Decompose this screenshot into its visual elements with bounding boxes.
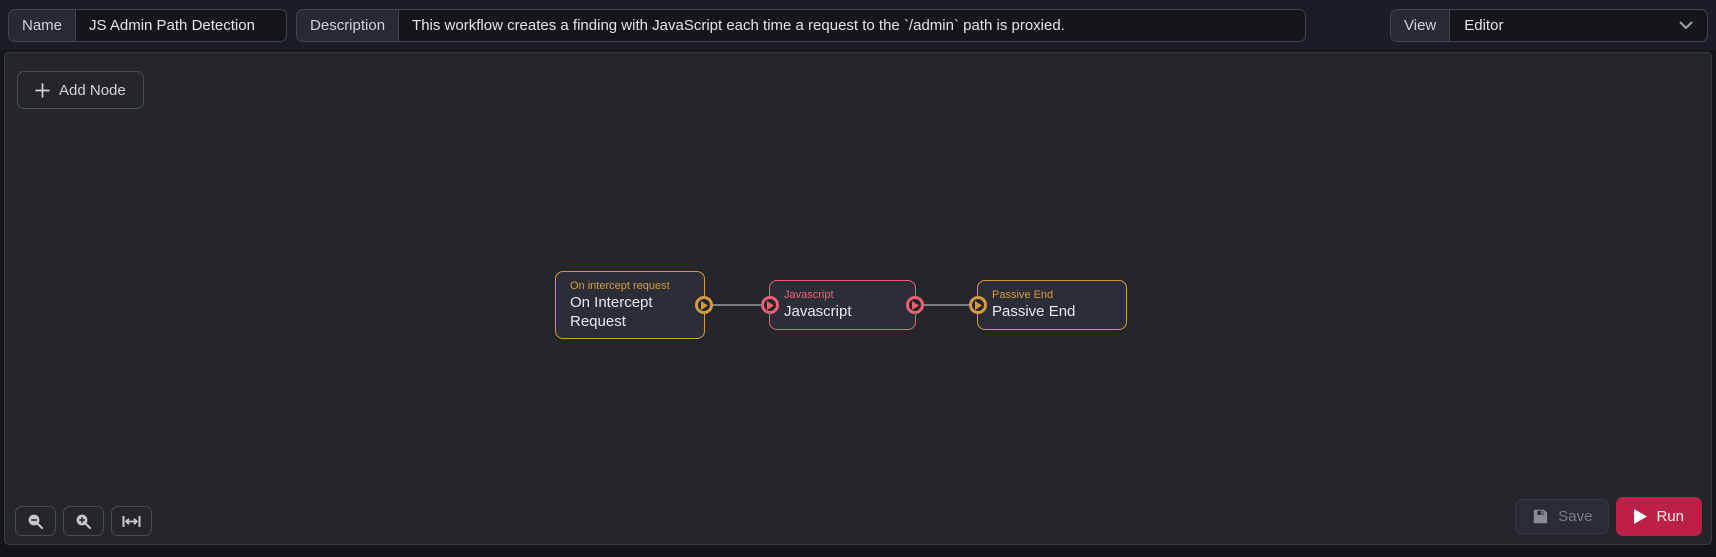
name-field-label: Name (9, 9, 77, 41)
view-select-label: View (1391, 9, 1451, 41)
view-select-group: View Editor (1390, 8, 1708, 42)
zoom-out-button[interactable] (15, 506, 56, 536)
edge-javascript-to-passive-end (910, 304, 985, 306)
edge-intercept-to-javascript (701, 304, 777, 306)
fit-width-icon (122, 515, 141, 528)
description-input[interactable] (399, 9, 1305, 41)
node-type-label: On intercept request (570, 280, 670, 292)
add-node-button[interactable]: Add Node (17, 71, 144, 109)
canvas-footer-actions: Save Run (1515, 497, 1702, 536)
magnifier-plus-icon (75, 513, 92, 530)
floppy-disk-icon (1532, 508, 1549, 525)
name-input[interactable] (76, 9, 287, 41)
node-title: Passive End (992, 303, 1076, 320)
play-triangle-icon (700, 300, 708, 310)
play-triangle-icon (974, 300, 982, 310)
description-field-group: Description (296, 8, 1306, 42)
run-button-label: Run (1656, 508, 1684, 525)
save-button[interactable]: Save (1515, 499, 1610, 534)
node-passive-end[interactable]: Passive End Passive End (969, 280, 1127, 330)
node-on-intercept-request[interactable]: On intercept request On Intercept Reques… (555, 271, 713, 339)
node-type-label: Javascript (784, 289, 834, 301)
magnifier-minus-icon (27, 513, 44, 530)
node-title: Javascript (784, 303, 852, 320)
output-port[interactable] (906, 296, 924, 314)
zoom-in-button[interactable] (63, 506, 104, 536)
chevron-down-icon (1679, 17, 1693, 34)
play-triangle-icon (766, 300, 774, 310)
fit-view-button[interactable] (111, 506, 152, 536)
run-button[interactable]: Run (1616, 497, 1702, 536)
input-port[interactable] (761, 296, 779, 314)
workflow-canvas[interactable]: Add Node On intercept request On Interce… (4, 52, 1712, 545)
view-select[interactable]: Editor (1450, 10, 1707, 41)
node-javascript[interactable]: Javascript Javascript (761, 280, 924, 330)
play-triangle-icon (911, 300, 919, 310)
view-select-value: Editor (1464, 16, 1504, 34)
play-icon (1634, 509, 1648, 524)
plus-icon (35, 82, 50, 98)
save-button-label: Save (1558, 508, 1593, 525)
input-port[interactable] (969, 296, 987, 314)
node-type-label: Passive End (992, 289, 1054, 301)
canvas-zoom-controls (15, 506, 152, 536)
node-title: On Intercept Request (570, 294, 653, 330)
name-field-group: Name (8, 8, 288, 42)
add-node-label: Add Node (59, 81, 126, 99)
header-bar: Name Description View Editor (0, 0, 1716, 50)
output-port[interactable] (695, 296, 713, 314)
description-field-label: Description (297, 9, 400, 41)
